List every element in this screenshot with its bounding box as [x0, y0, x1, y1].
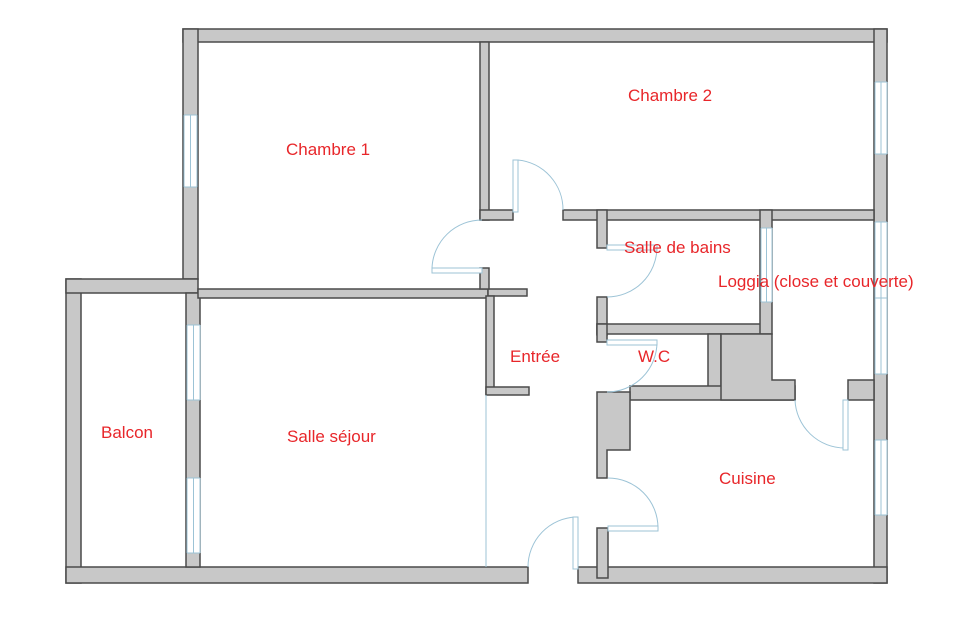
- wall-entree-stub: [487, 288, 528, 297]
- label-cuisine: Cuisine: [719, 469, 776, 488]
- wall-chambre2-bottom-a: [479, 209, 514, 221]
- wall-chambre1-stub: [479, 267, 490, 290]
- wall-top-balcon: [65, 278, 199, 294]
- wall-bottom-left: [65, 566, 529, 584]
- label-chambre1: Chambre 1: [286, 140, 370, 159]
- wall-bottom-right: [577, 566, 888, 584]
- wall-entree-left: [485, 295, 495, 395]
- wall-sdb-left-top: [596, 209, 608, 249]
- wall-left-balcon: [65, 278, 82, 584]
- wall-loggia-block: [720, 333, 796, 401]
- label-loggia: Loggia (close et couverte): [718, 272, 914, 291]
- wall-chambre1-sejour: [197, 288, 489, 299]
- label-sejour: Salle séjour: [287, 427, 376, 446]
- wall-wc-right: [707, 333, 722, 395]
- wall-wc-left: [596, 323, 608, 343]
- wall-entree-left-bottom: [485, 386, 530, 396]
- wall-cuisine-left-block: [596, 391, 631, 479]
- doors: [431, 159, 849, 570]
- room-labels: Chambre 1 Chambre 2 Salle de bains Loggi…: [101, 86, 914, 488]
- label-salle-de-bains: Salle de bains: [624, 238, 731, 257]
- wall-loggia-bottom: [847, 379, 875, 401]
- windows: [183, 81, 888, 554]
- wall-chambre1-chambre2: [479, 41, 490, 221]
- label-chambre2: Chambre 2: [628, 86, 712, 105]
- wall-sdb-bottom: [596, 323, 768, 335]
- wall-cuisine-left-bottom: [596, 527, 609, 579]
- label-balcon: Balcon: [101, 423, 153, 442]
- label-entree: Entrée: [510, 347, 560, 366]
- wall-top: [182, 28, 888, 43]
- label-wc: W.C: [638, 347, 670, 366]
- wall-chambre2-bottom-b: [562, 209, 875, 221]
